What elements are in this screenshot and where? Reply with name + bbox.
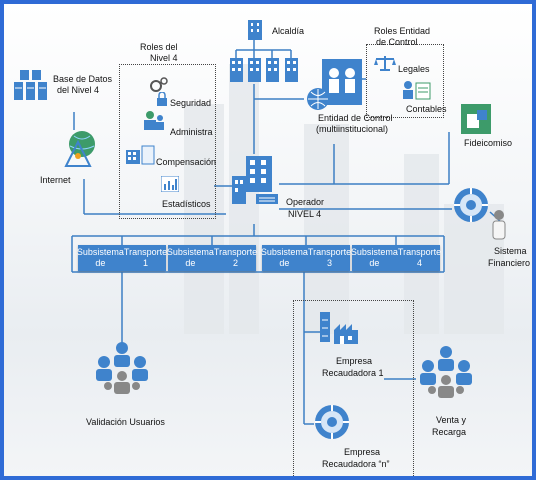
operador-label-1: Operador	[286, 197, 325, 207]
role-compensacion-label: Compensación	[156, 157, 217, 167]
base-datos-label-2: del Nivel 4	[57, 85, 100, 95]
venta-recarga-label-1: Venta y	[436, 415, 467, 425]
fideicomiso-label: Fideicomiso	[464, 138, 513, 148]
bar-chart-icon	[160, 175, 180, 197]
validacion-usuarios-label: Validación Usuarios	[86, 417, 165, 427]
role-seguridad-label: Seguridad	[170, 98, 212, 108]
role-contables-label: Contables	[406, 104, 447, 114]
admin-users-icon	[142, 110, 166, 137]
subsistema-label-1: Subsistema de	[166, 247, 214, 268]
entidad-control-label-1: Entidad de Control	[318, 113, 393, 123]
roles-entidad-title-1: Roles Entidad	[374, 26, 431, 36]
lock-icon	[156, 91, 168, 111]
sistema-financiero-label-2: Financiero	[488, 258, 531, 268]
globe-network-icon	[62, 128, 98, 173]
subsistema-label-2: Transporte 2	[213, 247, 258, 268]
building-icon	[285, 58, 298, 87]
roles-nivel4-title-2: Nivel 4	[150, 53, 178, 63]
roles-entidad-box	[366, 44, 444, 118]
empresa-n-label-2: Recaudadora “n”	[322, 459, 390, 469]
calculator-icon	[126, 144, 156, 171]
role-administra-label: Administra	[170, 127, 213, 137]
background-building	[184, 104, 224, 334]
users-group-icon	[92, 342, 154, 405]
sistema-financiero-label-1: Sistema	[494, 246, 527, 256]
subsistema-label-1: Subsistema de	[350, 247, 398, 268]
subsistema-label-1: Subsistema de	[260, 247, 308, 268]
gears-icon	[148, 76, 168, 99]
venta-recarga-label-2: Recarga	[432, 427, 467, 437]
role-legales-label: Legales	[398, 64, 430, 74]
empresas-recaudadoras-box	[293, 300, 414, 476]
building-icon	[248, 58, 261, 87]
building-icon	[266, 58, 279, 87]
operador-label-2: NIVEL 4	[288, 209, 322, 219]
alcaldia-label: Alcaldía	[272, 26, 305, 36]
subsistema-label-2: Transporte 3	[307, 247, 352, 268]
roles-nivel4-box	[119, 64, 216, 219]
person-icon	[491, 209, 507, 246]
connector-lines	[71, 40, 502, 425]
building-icon	[230, 58, 243, 87]
collector-company-icon	[320, 312, 360, 353]
empresa-1-label-2: Recaudadora 1	[322, 368, 384, 378]
operator-building-icon	[232, 156, 280, 211]
base-datos-label-1: Base de Datos	[53, 74, 113, 84]
database-servers-icon	[14, 70, 48, 107]
entidad-control-label-2: (multiinstitucional)	[316, 124, 389, 134]
empresa-n-label-1: Empresa	[344, 447, 381, 457]
roles-entidad-title-2: de Control	[376, 37, 418, 47]
users-group-icon	[416, 346, 478, 409]
internet-label: Internet	[40, 175, 71, 185]
subsistema-label-2: Transporte 1	[123, 247, 168, 268]
scales-icon	[374, 54, 396, 77]
accounting-icon	[402, 79, 432, 106]
role-estadisticos-label: Estadísticos	[162, 199, 211, 209]
vault-icon	[314, 404, 350, 445]
roles-nivel4-title-1: Roles del	[140, 42, 178, 52]
trust-fund-icon	[461, 104, 491, 139]
subsistema-label-1: Subsistema de	[76, 247, 124, 268]
background-building	[304, 124, 349, 334]
subsistema-label-2: Transporte 4	[397, 247, 442, 268]
empresa-1-label-1: Empresa	[336, 356, 373, 366]
building-icon	[248, 20, 262, 45]
vault-icon	[453, 187, 489, 228]
control-entity-icon	[304, 59, 362, 116]
